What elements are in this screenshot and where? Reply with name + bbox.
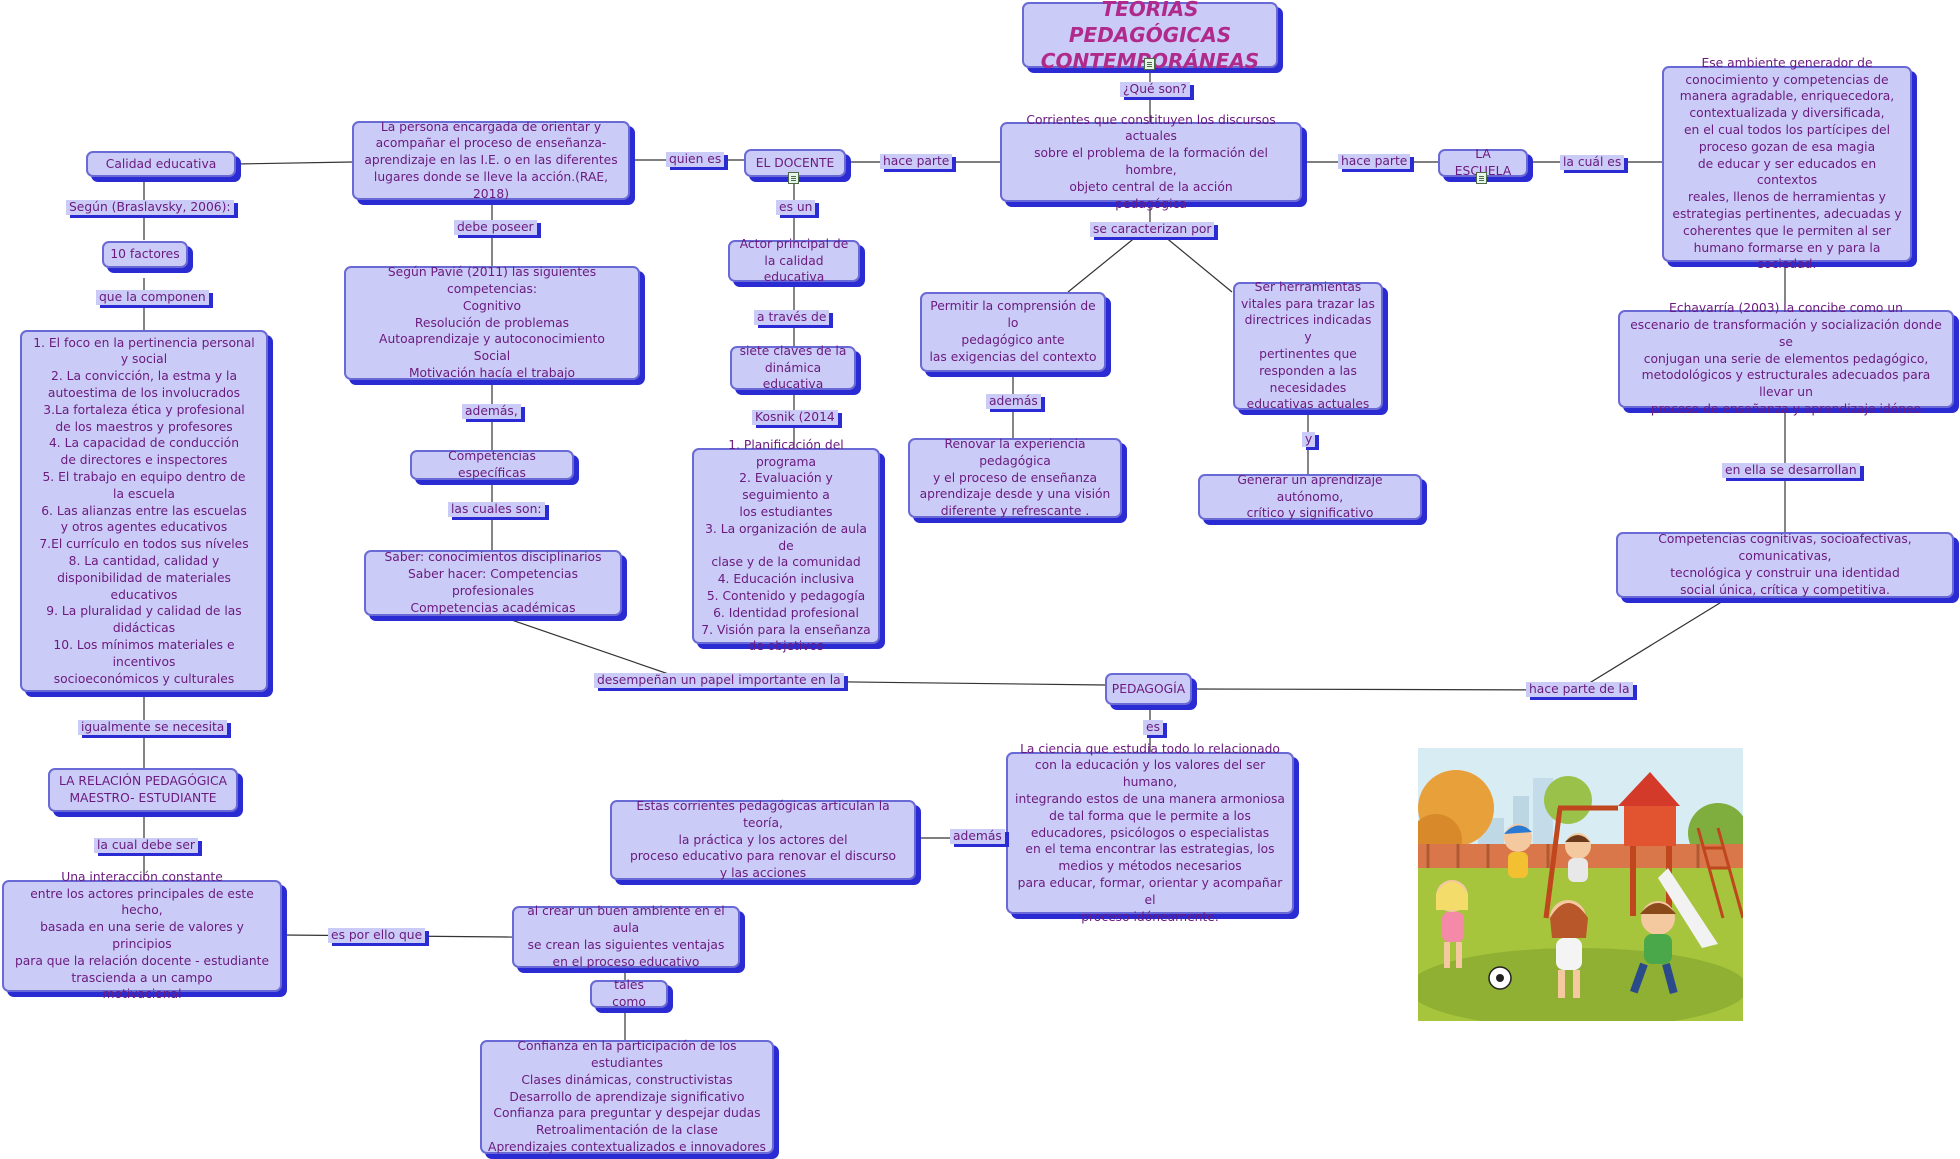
playground-illustration — [1418, 748, 1743, 1021]
label-hace-parte: hace parte — [1338, 154, 1410, 169]
label-y: y — [1302, 432, 1315, 447]
ventajas-node[interactable]: Confianza en la participación de los est… — [480, 1040, 774, 1154]
claves-list-node[interactable]: 1. Planificación del programa 2. Evaluac… — [692, 448, 880, 644]
label-las-cuales-son: las cuales son: — [448, 502, 545, 517]
note-icon[interactable] — [788, 172, 799, 184]
persona-node[interactable]: La persona encargada de orientar y acomp… — [352, 121, 630, 200]
label-kosnik: Kosnik (2014 — [752, 410, 838, 425]
competencias-node[interactable]: Según Pavié (2011) las siguientes compet… — [344, 266, 640, 380]
corrientes-node[interactable]: Estas corrientes pedagógicas articulan l… — [610, 800, 916, 880]
permitir-node[interactable]: Permitir la comprensión de lo pedagógico… — [920, 292, 1106, 372]
saberes-node[interactable]: Saber: conocimientos disciplinarios Sabe… — [364, 550, 622, 616]
renovar-node[interactable]: Renovar la experiencia pedagógica y el p… — [908, 438, 1122, 518]
interaccion-node[interactable]: Una interacción constante entre los acto… — [2, 880, 282, 992]
label-es: es — [1143, 720, 1163, 735]
label-que-la-componen: que la componen — [96, 290, 209, 305]
generar-node[interactable]: Generar un aprendizaje autónomo, crítico… — [1198, 474, 1422, 520]
factores-node[interactable]: 10 factores — [102, 241, 188, 268]
label-es-un: es un — [776, 200, 815, 215]
competencias-especificas-node[interactable]: Competencias específicas — [410, 450, 574, 480]
label-desempenan: desempeñan un papel importante en la — [594, 673, 844, 688]
label-es-por-ello: es por ello que — [328, 928, 425, 943]
pedagogia-node[interactable]: PEDAGOGÍA — [1105, 673, 1192, 705]
calidad-educativa-node[interactable]: Calidad educativa — [86, 151, 236, 177]
label-a-traves: a través de — [754, 310, 829, 325]
label-igualmente: igualmente se necesita — [78, 720, 227, 735]
ambiente-node[interactable]: Ese ambiente generador de conocimiento y… — [1662, 66, 1912, 262]
herramientas-node[interactable]: Ser herramientas vitales para trazar las… — [1233, 282, 1383, 410]
label-debe-poseer: debe poseer — [454, 220, 537, 235]
competencias-cognitivas-node[interactable]: Competencias cognitivas, socioafectivas,… — [1616, 532, 1954, 598]
note-icon[interactable] — [1144, 58, 1155, 70]
label-ademas: además — [950, 829, 1005, 844]
ciencia-node[interactable]: La ciencia que estudia todo lo relaciona… — [1006, 752, 1294, 914]
label-hace-parte: hace parte — [880, 154, 952, 169]
tales-como-node[interactable]: tales como — [590, 980, 668, 1008]
label-ademas: además — [986, 394, 1041, 409]
label-la-cual-debe-ser: la cual debe ser — [94, 838, 198, 853]
label-quien-es: quien es — [666, 152, 724, 167]
label-hace-parte-de-la: hace parte de la — [1526, 682, 1633, 697]
label-segun: Según (Braslavsky, 2006): — [66, 200, 234, 215]
label-la-cual-es: la cuál es — [1560, 155, 1624, 170]
label-ademas: además, — [462, 404, 521, 419]
label-se-caracterizan: se caracterizan por — [1090, 222, 1214, 237]
actor-principal-node[interactable]: Actor principal de la calidad educativa — [728, 240, 860, 282]
relacion-pedagogica-node[interactable]: LA RELACIÓN PEDAGÓGICA MAESTRO- ESTUDIAN… — [48, 768, 238, 812]
label-que-son: ¿Qué son? — [1120, 82, 1190, 97]
factores-list-node[interactable]: 1. El foco en la pertinencia personal y … — [20, 330, 268, 692]
label-en-ella: en ella se desarrollan — [1722, 463, 1860, 478]
echavarria-node[interactable]: Echavarría (2003) la concibe como un esc… — [1618, 310, 1954, 408]
siete-claves-node[interactable]: siete claves de la dinámica educativa — [730, 346, 856, 390]
ambiente-aula-node[interactable]: al crear un buen ambiente en el aula se … — [512, 906, 740, 968]
definition-node[interactable]: Corrientes que constituyen los discursos… — [1000, 122, 1302, 202]
note-icon[interactable] — [1476, 172, 1487, 184]
